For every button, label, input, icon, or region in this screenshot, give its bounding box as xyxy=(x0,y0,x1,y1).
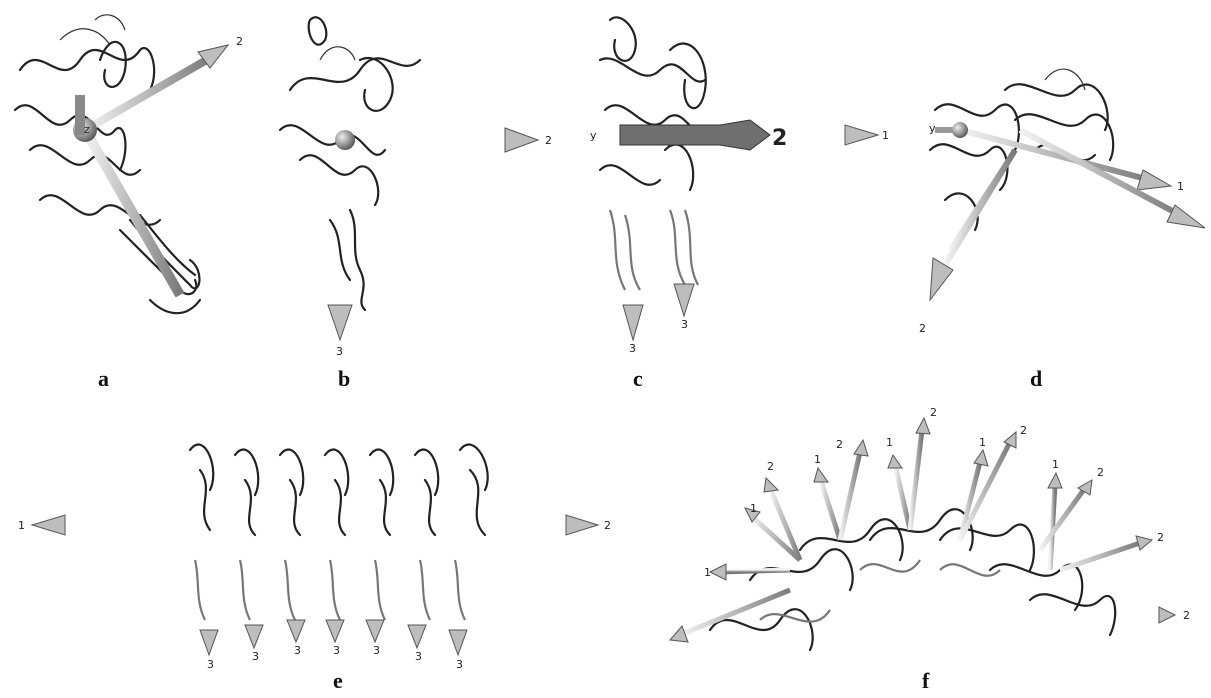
axis-label-2: 2 xyxy=(772,126,787,151)
panel-d-figure: y 1 2 xyxy=(905,0,1211,360)
axis-label-2: 2 xyxy=(604,519,611,532)
protein-ribbon-b xyxy=(280,17,420,310)
panel-b-figure: 2 3 xyxy=(260,0,570,360)
axis-arrow-2: 2 xyxy=(345,128,552,152)
axis-label-2: 2 xyxy=(1157,531,1164,544)
origin-sphere xyxy=(952,122,968,138)
axis-label-3: 3 xyxy=(294,644,301,657)
axis-label-2: 2 xyxy=(545,134,552,147)
axis-label-3: 3 xyxy=(207,658,214,671)
axis-label-2: 2 xyxy=(236,35,243,48)
axis-label-2: 2 xyxy=(930,406,937,419)
axis-label-1: 1 xyxy=(1177,180,1184,193)
axis-label-y: y xyxy=(929,122,936,135)
axis-label-2: 2 xyxy=(767,460,774,473)
axis-label-1: 1 xyxy=(882,129,889,142)
axis-label-1: 1 xyxy=(1052,458,1059,471)
panel-f-figure: 2 1 2 1 2 1 2 1 2 1 2 1 2 xyxy=(660,400,1211,670)
panel-a: 2 z a xyxy=(0,0,260,360)
axis-arrow-3: 3 xyxy=(328,140,352,358)
origin-sphere xyxy=(335,130,355,150)
panel-c: 1 2 y 3 3 c xyxy=(580,0,900,400)
panel-d: y 1 2 d xyxy=(905,0,1211,400)
panel-label-a: a xyxy=(98,366,109,392)
panel-f: 2 1 2 1 2 1 2 1 2 1 2 1 2 f xyxy=(660,400,1211,698)
axis-arrow-2: 2 xyxy=(85,35,243,130)
panel-b: 2 3 b xyxy=(260,0,570,400)
axis-label-1: 1 xyxy=(750,502,757,515)
axis-arrow-3a: 3 xyxy=(623,135,643,355)
axis-arrow-1: 1 xyxy=(18,515,200,535)
axis-label-3: 3 xyxy=(336,345,343,358)
axis-label-y: y xyxy=(590,129,597,142)
axis-arrow-2a: 2 xyxy=(919,150,1015,335)
axis-label-1: 1 xyxy=(704,566,711,579)
panel-label-f: f xyxy=(922,668,929,694)
axis-label-1: 1 xyxy=(979,436,986,449)
axis-label-3: 3 xyxy=(333,644,340,657)
axis-label-3: 3 xyxy=(456,658,463,671)
axis-label-2: 2 xyxy=(1097,466,1104,479)
axis-arrows-3 xyxy=(200,525,467,655)
axis-label-z: z xyxy=(84,123,90,136)
axis-label-3: 3 xyxy=(252,650,259,663)
axis-label-1: 1 xyxy=(814,453,821,466)
panel-label-d: d xyxy=(1030,366,1042,392)
panel-e: 1 2 3 3 3 3 3 3 3 e xyxy=(0,410,640,698)
axis-label-3: 3 xyxy=(415,650,422,663)
protein-ribbons-e xyxy=(190,445,488,620)
axis-label-2: 2 xyxy=(1020,424,1027,437)
axis-label-2: 2 xyxy=(919,322,926,335)
axis-arrow-2: 2 xyxy=(200,515,611,535)
axis-label-3b: 3 xyxy=(681,318,688,331)
axis-arrow-long xyxy=(85,130,180,295)
panel-e-figure: 1 2 3 3 3 3 3 3 3 xyxy=(0,410,640,670)
axis-label-1: 1 xyxy=(18,519,25,532)
panel-label-c: c xyxy=(633,366,643,392)
panel-a-figure: 2 z xyxy=(0,0,260,340)
axis-arrows-f xyxy=(670,418,1175,642)
protein-ribbon-d xyxy=(930,69,1113,230)
axis-arrow-2-big: 2 xyxy=(620,120,787,151)
axis-arrow-2b xyxy=(950,150,1015,250)
panel-c-figure: 1 2 y 3 3 xyxy=(580,0,900,360)
axis-label-3a: 3 xyxy=(629,342,636,355)
panel-label-b: b xyxy=(338,366,350,392)
axis-label-1: 1 xyxy=(886,436,893,449)
axis-label-2: 2 xyxy=(1183,609,1190,622)
axis-label-2: 2 xyxy=(836,438,843,451)
axis-label-3: 3 xyxy=(373,644,380,657)
panel-label-e: e xyxy=(333,668,343,694)
protein-ribbon-c xyxy=(600,17,710,290)
